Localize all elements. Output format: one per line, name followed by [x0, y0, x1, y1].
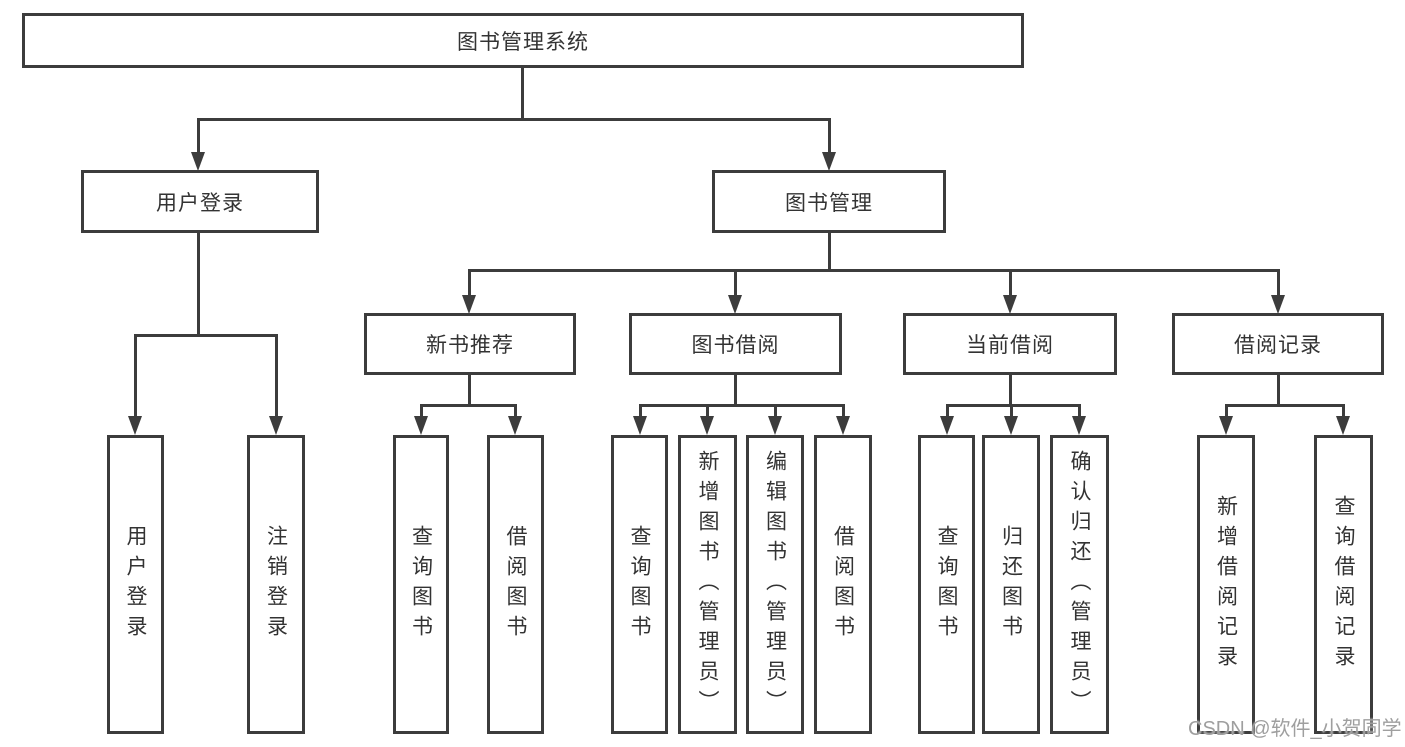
connector-vline: [1078, 404, 1081, 418]
leaf-query-books-recommend: 查询图书: [393, 435, 449, 734]
arrowhead-down: [633, 416, 647, 435]
connector-vline: [514, 404, 517, 418]
connector-vline: [521, 68, 524, 121]
leaf-confirm-return-admin: 确认归还（管理员）: [1050, 435, 1109, 734]
node-label: 新书推荐: [426, 334, 514, 357]
connector-vline: [828, 118, 831, 154]
arrowhead-down: [1219, 416, 1233, 435]
arrowhead-down: [940, 416, 954, 435]
leaf-add-borrow-record: 新增借阅记录: [1197, 435, 1255, 734]
leaf-label: 借阅图书: [831, 524, 855, 645]
connector-vline: [1277, 375, 1280, 407]
connector-vline: [946, 404, 949, 418]
leaf-label: 编辑图书（管理员）: [763, 449, 787, 720]
arrowhead-down: [768, 416, 782, 435]
leaf-borrow-books-recommend: 借阅图书: [487, 435, 544, 734]
leaf-label: 确认归还（管理员）: [1068, 449, 1091, 720]
leaf-label: 注销登录: [264, 524, 288, 645]
leaf-label: 借阅图书: [504, 524, 527, 645]
arrowhead-down: [414, 416, 428, 435]
node-borrow-records: 借阅记录: [1172, 313, 1384, 375]
leaf-query-books-current: 查询图书: [918, 435, 975, 734]
node-book-management: 图书管理: [712, 170, 946, 233]
node-label: 图书管理: [785, 191, 873, 215]
connector-hline: [1225, 404, 1344, 407]
arrowhead-down: [836, 416, 850, 435]
node-label: 用户登录: [156, 191, 244, 215]
leaf-query-borrow-record: 查询借阅记录: [1314, 435, 1373, 734]
connector-vline: [1009, 375, 1012, 407]
connector-hline: [468, 269, 1280, 272]
leaf-logout: 注销登录: [247, 435, 305, 734]
arrowhead-down: [822, 152, 836, 171]
connector-vline: [734, 269, 737, 297]
connector-vline: [1009, 269, 1012, 297]
connector-vline: [197, 118, 200, 154]
connector-vline: [734, 375, 737, 407]
connector-hline: [197, 118, 831, 121]
node-label: 图书借阅: [691, 334, 780, 357]
leaf-borrow-books: 借阅图书: [814, 435, 872, 734]
arrowhead-down: [269, 416, 283, 435]
node-label: 图书管理系统: [457, 30, 589, 54]
leaf-label: 查询图书: [935, 524, 958, 645]
arrowhead-down: [1336, 416, 1350, 435]
arrowhead-down: [508, 416, 522, 435]
connector-hline: [946, 404, 1080, 407]
csdn-watermark: CSDN @软件_小贺同学: [1188, 718, 1402, 740]
leaf-label: 查询图书: [628, 524, 651, 645]
connector-vline: [774, 404, 777, 418]
arrowhead-down: [1271, 295, 1285, 314]
connector-hline: [134, 334, 278, 337]
connector-vline: [468, 375, 471, 407]
leaf-label: 新增图书（管理员）: [696, 449, 719, 720]
node-new-book-recommend: 新书推荐: [364, 313, 576, 375]
node-book-borrow: 图书借阅: [629, 313, 842, 375]
connector-vline: [134, 334, 137, 417]
arrowhead-down: [462, 295, 476, 314]
leaf-label: 查询借阅记录: [1332, 494, 1355, 675]
node-label: 当前借阅: [966, 334, 1054, 357]
connector-hline: [639, 404, 845, 407]
connector-vline: [842, 404, 845, 418]
node-user-login: 用户登录: [81, 170, 319, 233]
connector-vline: [275, 334, 278, 417]
arrowhead-down: [1004, 416, 1018, 435]
connector-vline: [1010, 404, 1013, 418]
connector-vline: [706, 404, 709, 418]
leaf-label: 用户登录: [124, 524, 147, 645]
arrowhead-down: [128, 416, 142, 435]
leaf-label: 新增借阅记录: [1214, 494, 1238, 675]
connector-vline: [1342, 404, 1345, 418]
leaf-edit-book-admin: 编辑图书（管理员）: [746, 435, 804, 734]
leaf-user-login: 用户登录: [107, 435, 164, 734]
arrowhead-down: [700, 416, 714, 435]
arrowhead-down: [1072, 416, 1086, 435]
arrowhead-down: [191, 152, 205, 171]
node-label: 借阅记录: [1234, 334, 1322, 357]
connector-vline: [828, 233, 831, 271]
connector-vline: [1277, 269, 1280, 297]
arrowhead-down: [728, 295, 742, 314]
connector-vline: [420, 404, 423, 418]
leaf-return-book: 归还图书: [982, 435, 1040, 734]
leaf-label: 归还图书: [999, 524, 1023, 645]
arrowhead-down: [1003, 295, 1017, 314]
leaf-add-book-admin: 新增图书（管理员）: [678, 435, 737, 734]
connector-vline: [197, 233, 200, 337]
connector-hline: [420, 404, 517, 407]
leaf-query-books-borrow: 查询图书: [611, 435, 668, 734]
connector-vline: [468, 269, 471, 297]
connector-vline: [639, 404, 642, 418]
connector-vline: [1225, 404, 1228, 418]
node-current-borrow: 当前借阅: [903, 313, 1117, 375]
node-book-management-system: 图书管理系统: [22, 13, 1024, 68]
leaf-label: 查询图书: [409, 524, 433, 645]
